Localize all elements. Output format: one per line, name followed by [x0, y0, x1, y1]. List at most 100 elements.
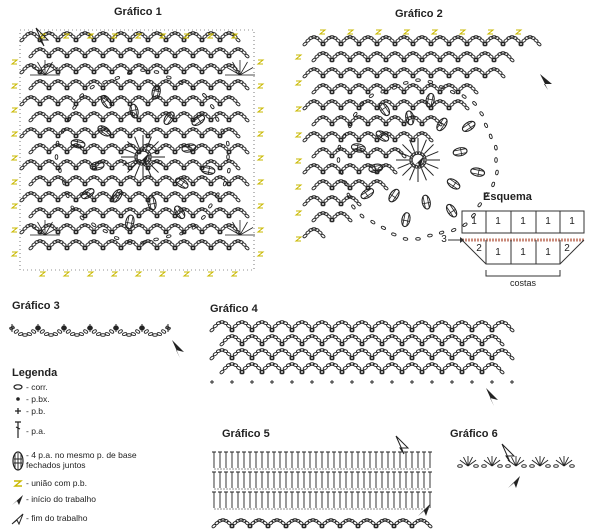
double-crochet: [338, 471, 342, 488]
join-icon: [256, 83, 265, 89]
chain-stitch: [154, 53, 160, 59]
chain-stitch: [389, 355, 395, 361]
chain-stitch: [52, 332, 58, 336]
chain-stitch: [64, 127, 70, 131]
chain-stitch: [67, 242, 73, 247]
chain-stitch: [488, 68, 494, 72]
chain-stitch: [395, 134, 401, 139]
chain-stitch: [85, 50, 91, 55]
chain-stitch: [235, 101, 241, 107]
chain-stitch: [335, 84, 341, 88]
join-icon: [256, 251, 265, 257]
chain-stitch: [118, 127, 124, 131]
chain-stitch: [340, 169, 344, 175]
chain-stitch: [138, 162, 145, 166]
chain-stitch: [82, 53, 88, 59]
chain-stitch: [320, 201, 326, 207]
spoke: [134, 136, 141, 149]
fan-stitch: [239, 61, 248, 76]
double-crochet: [410, 491, 414, 508]
chain-stitch: [67, 82, 73, 87]
chain-stitch: [82, 31, 88, 35]
chain-stitch: [329, 327, 335, 333]
chain-stitch: [130, 48, 136, 52]
chain-stitch: [142, 112, 148, 116]
chain-stitch: [246, 351, 252, 357]
chain-stitch: [279, 341, 285, 347]
chain-stitch: [154, 117, 160, 123]
chain-stitch: [31, 82, 37, 87]
chain-stitch: [316, 321, 322, 325]
chain-stitch: [70, 48, 76, 52]
chain-stitch: [406, 520, 412, 526]
chain-stitch: [28, 159, 34, 163]
chain-stitch: [325, 518, 331, 523]
chain-stitch: [190, 127, 196, 131]
chain-stitch: [350, 86, 356, 91]
chain-stitch: [103, 160, 109, 164]
chain-stitch: [320, 211, 326, 215]
fan-stitch: [31, 67, 46, 76]
cluster-lines: [426, 94, 434, 107]
legend-item: - corr.: [10, 382, 48, 394]
chain-stitch: [73, 165, 79, 171]
chain-stitch: [386, 323, 392, 329]
cluster-stitch: [421, 194, 431, 210]
chain-stitch: [115, 128, 121, 132]
chain-stitch: [428, 41, 434, 47]
chain-stitch: [329, 217, 335, 223]
chain-stitch: [383, 185, 389, 191]
chain-stitch: [406, 323, 412, 329]
chain-stitch: [464, 41, 470, 47]
chain-stitch: [64, 213, 70, 219]
chain-stitch: [274, 518, 280, 522]
chain-stitch: [154, 63, 160, 67]
chain-stitch: [202, 34, 208, 39]
chain-stitch: [229, 334, 235, 338]
chain-stitch: [446, 363, 452, 367]
chain-stitch: [208, 85, 214, 91]
chain-stitch: [476, 68, 482, 72]
chain-stitch: [154, 213, 160, 219]
cluster-outline: [89, 161, 105, 171]
chain-stitch: [102, 80, 108, 85]
chain-stitch: [130, 66, 136, 71]
chain-stitch: [148, 240, 154, 244]
chain-stitch: [73, 207, 79, 211]
fan-stitch: [491, 459, 501, 467]
chain-stitch: [85, 114, 91, 119]
chain-stitch: [369, 327, 375, 333]
chain-stitch: [118, 53, 124, 59]
chain-stitch: [337, 523, 343, 529]
chain-stitch: [426, 323, 432, 329]
chain-stitch: [553, 464, 559, 468]
chain-stitch: [404, 68, 410, 72]
chain-stitch: [338, 73, 344, 79]
chain-stitch: [352, 520, 358, 526]
chain-stitch: [428, 51, 434, 55]
double-crochet: [218, 451, 222, 468]
chain-stitch: [34, 240, 40, 244]
chain-stitch: [458, 68, 464, 72]
chain-stitch: [79, 215, 85, 221]
chain-stitch: [220, 128, 225, 134]
chain-stitch: [154, 181, 160, 187]
chain-stitch: [31, 192, 37, 196]
chain-stitch: [193, 96, 199, 100]
chain-stitch: [235, 207, 241, 211]
cluster-outline: [388, 188, 400, 203]
chain-stitch: [46, 85, 52, 91]
chain-stitch: [317, 116, 323, 120]
chain-stitch: [491, 57, 497, 63]
chain-stitch: [106, 48, 112, 52]
chain-stitch: [365, 121, 371, 127]
chain-stitch: [235, 79, 241, 83]
chain-stitch: [145, 111, 151, 115]
chain-stitch: [332, 100, 338, 104]
double-crochet: [296, 491, 300, 508]
chain-stitch: [235, 133, 241, 139]
chain-stitch: [169, 64, 175, 68]
chain-stitch: [217, 197, 223, 203]
chain-stitch: [25, 224, 31, 228]
chain-stitch: [94, 208, 100, 212]
